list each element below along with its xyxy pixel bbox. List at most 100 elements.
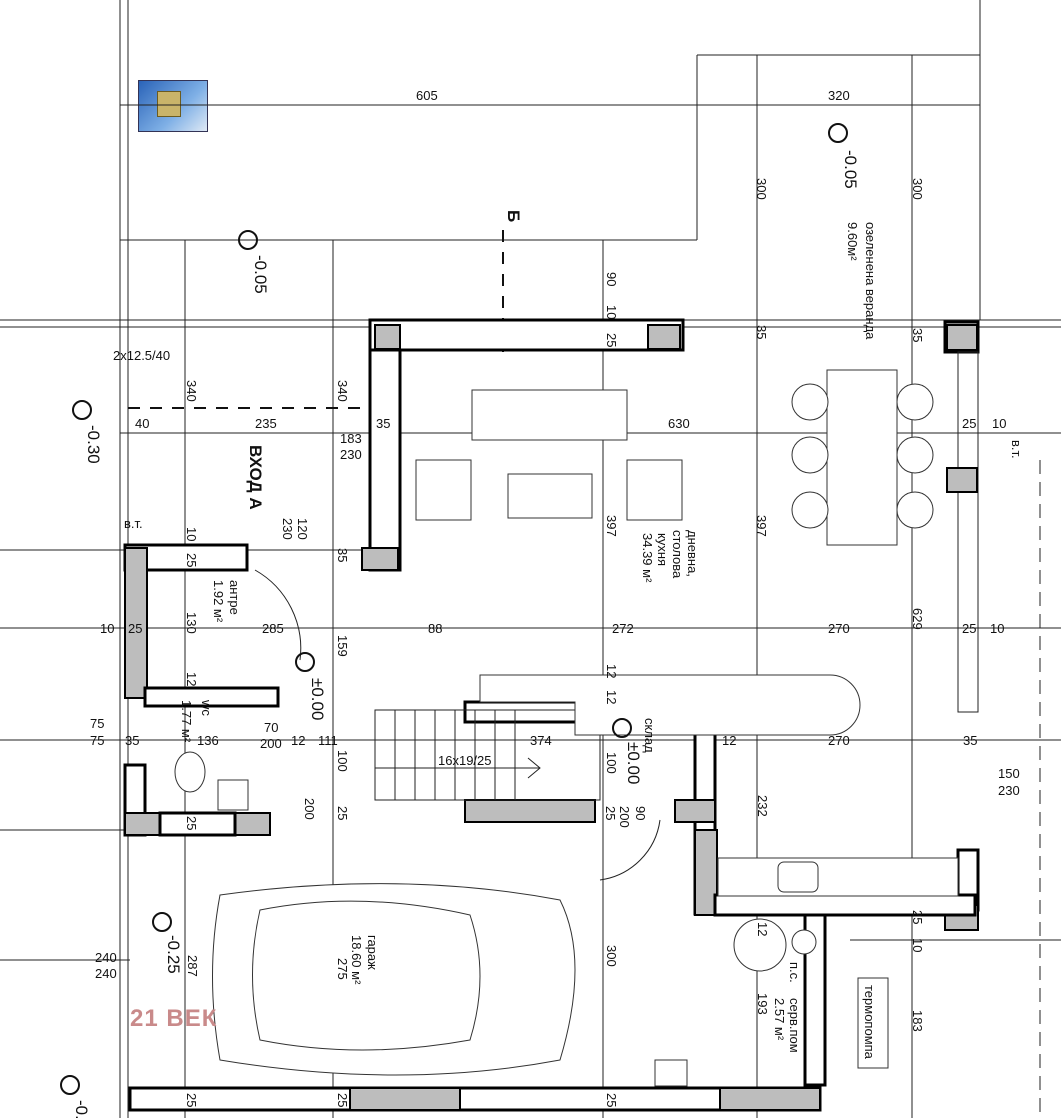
room-garage-name: гараж (365, 935, 380, 970)
dim: 10 (992, 416, 1006, 431)
dim: 25 (335, 806, 350, 820)
dim: 340 (335, 380, 350, 402)
dim: 287 (185, 955, 200, 977)
room-hall-name: антре (227, 580, 242, 615)
dim: 230 (998, 783, 1020, 798)
dim: 10 (990, 621, 1004, 636)
level-garage: -0.25 (164, 935, 183, 974)
dim: 193 (755, 993, 770, 1015)
wall-mark: в.т. (124, 516, 143, 531)
dim: 25 (184, 553, 199, 567)
level-hall: ±0.00 (308, 678, 327, 720)
room-living-name3: кухня (655, 533, 670, 566)
dim: 88 (428, 621, 442, 636)
level-marker-icon (295, 652, 315, 672)
dim: 25 (910, 910, 925, 924)
dim: 90 (633, 806, 648, 820)
dim: 320 (828, 88, 850, 103)
dim: 300 (910, 178, 925, 200)
dim: 25 (335, 1093, 350, 1107)
dim: 230 (280, 518, 295, 540)
level-marker-icon (828, 123, 848, 143)
dim: 100 (335, 750, 350, 772)
column-label: 2x12.5/40 (113, 348, 170, 363)
dim: 12 (604, 664, 619, 678)
dim: 12 (755, 922, 770, 936)
dim: 159 (335, 635, 350, 657)
dim: 40 (135, 416, 149, 431)
dim: 300 (754, 178, 769, 200)
dim: 25 (604, 1093, 619, 1107)
dim: 25 (603, 806, 618, 820)
dim: 300 (604, 945, 619, 967)
dim: 200 (302, 798, 317, 820)
dim: 272 (612, 621, 634, 636)
dim: 10 (910, 938, 925, 952)
room-veranda-area: 9.60м² (845, 222, 860, 261)
stair-label: 16x19/25 (438, 753, 492, 768)
dim: 183 (910, 1010, 925, 1032)
level-marker-icon (612, 718, 632, 738)
room-wc-name: wc (199, 699, 214, 716)
level-marker-icon (238, 230, 258, 250)
dim: 12 (604, 690, 619, 704)
dim: 25 (604, 333, 619, 347)
dimension-labels: 605 320 300 300 90 10 25 35 340 340 40 2… (90, 88, 1020, 1107)
walls (123, 318, 980, 1112)
section-mark: Б (504, 210, 523, 222)
room-heatpump-name: термопомпа (862, 985, 877, 1060)
furniture (174, 369, 959, 1087)
dim: 12 (722, 733, 736, 748)
dim: 70 (264, 720, 278, 735)
dim: 75 (90, 716, 104, 731)
dim: 90 (604, 272, 619, 286)
stair-length: 374 (530, 733, 552, 748)
dim: 25 (962, 416, 976, 431)
staircase (374, 709, 601, 801)
room-hall-area: 1.92 м² (211, 580, 226, 623)
room-garage-area: 18.60 м² (349, 935, 364, 985)
dim: 136 (197, 733, 219, 748)
dim: 235 (255, 416, 277, 431)
dim: 630 (668, 416, 690, 431)
room-living-area: 34.39 м² (640, 533, 655, 583)
dim: 35 (963, 733, 977, 748)
dim: 10 (100, 621, 114, 636)
dim: 10 (604, 305, 619, 319)
level-bottom: -0.0 (72, 1100, 91, 1118)
dim: 270 (828, 621, 850, 636)
level-storage: ±0.00 (624, 742, 643, 784)
dim: 150 (998, 766, 1020, 781)
dim: 35 (754, 325, 769, 339)
dim: 120 (295, 518, 310, 540)
room-veranda-name: озеленена веранда (863, 222, 878, 340)
dim: 12 (291, 733, 305, 748)
dim: 629 (910, 608, 925, 630)
dim: 35 (335, 548, 350, 562)
room-living-name2: столова (670, 530, 685, 579)
dim: 240 (95, 966, 117, 981)
level-entrance: -0.30 (84, 425, 103, 464)
dim: 35 (125, 733, 139, 748)
dim: 10 (184, 527, 199, 541)
dim: 285 (262, 621, 284, 636)
dim: 605 (416, 88, 438, 103)
dim: 200 (617, 806, 632, 828)
company-logo (138, 80, 208, 132)
level-marker-icon (72, 400, 92, 420)
room-service-name2: серв.пом (787, 998, 802, 1053)
level-front: -0.05 (251, 255, 270, 294)
room-living-name1: дневна, (685, 530, 700, 577)
dim: 270 (828, 733, 850, 748)
room-service-name1: п.с. (787, 962, 802, 983)
dim: 12 (184, 672, 199, 686)
room-labels: озеленена веранда 9.60м² ВХОД А дневна, … (113, 222, 1024, 1060)
room-entrance-name: ВХОД А (246, 445, 265, 510)
dim: 397 (754, 515, 769, 537)
watermark: 21 ВЕК (130, 1005, 217, 1032)
dim: 200 (260, 736, 282, 751)
wall-mark: в.т. (1009, 440, 1024, 459)
dim: 35 (910, 328, 925, 342)
dim: 25 (128, 621, 142, 636)
